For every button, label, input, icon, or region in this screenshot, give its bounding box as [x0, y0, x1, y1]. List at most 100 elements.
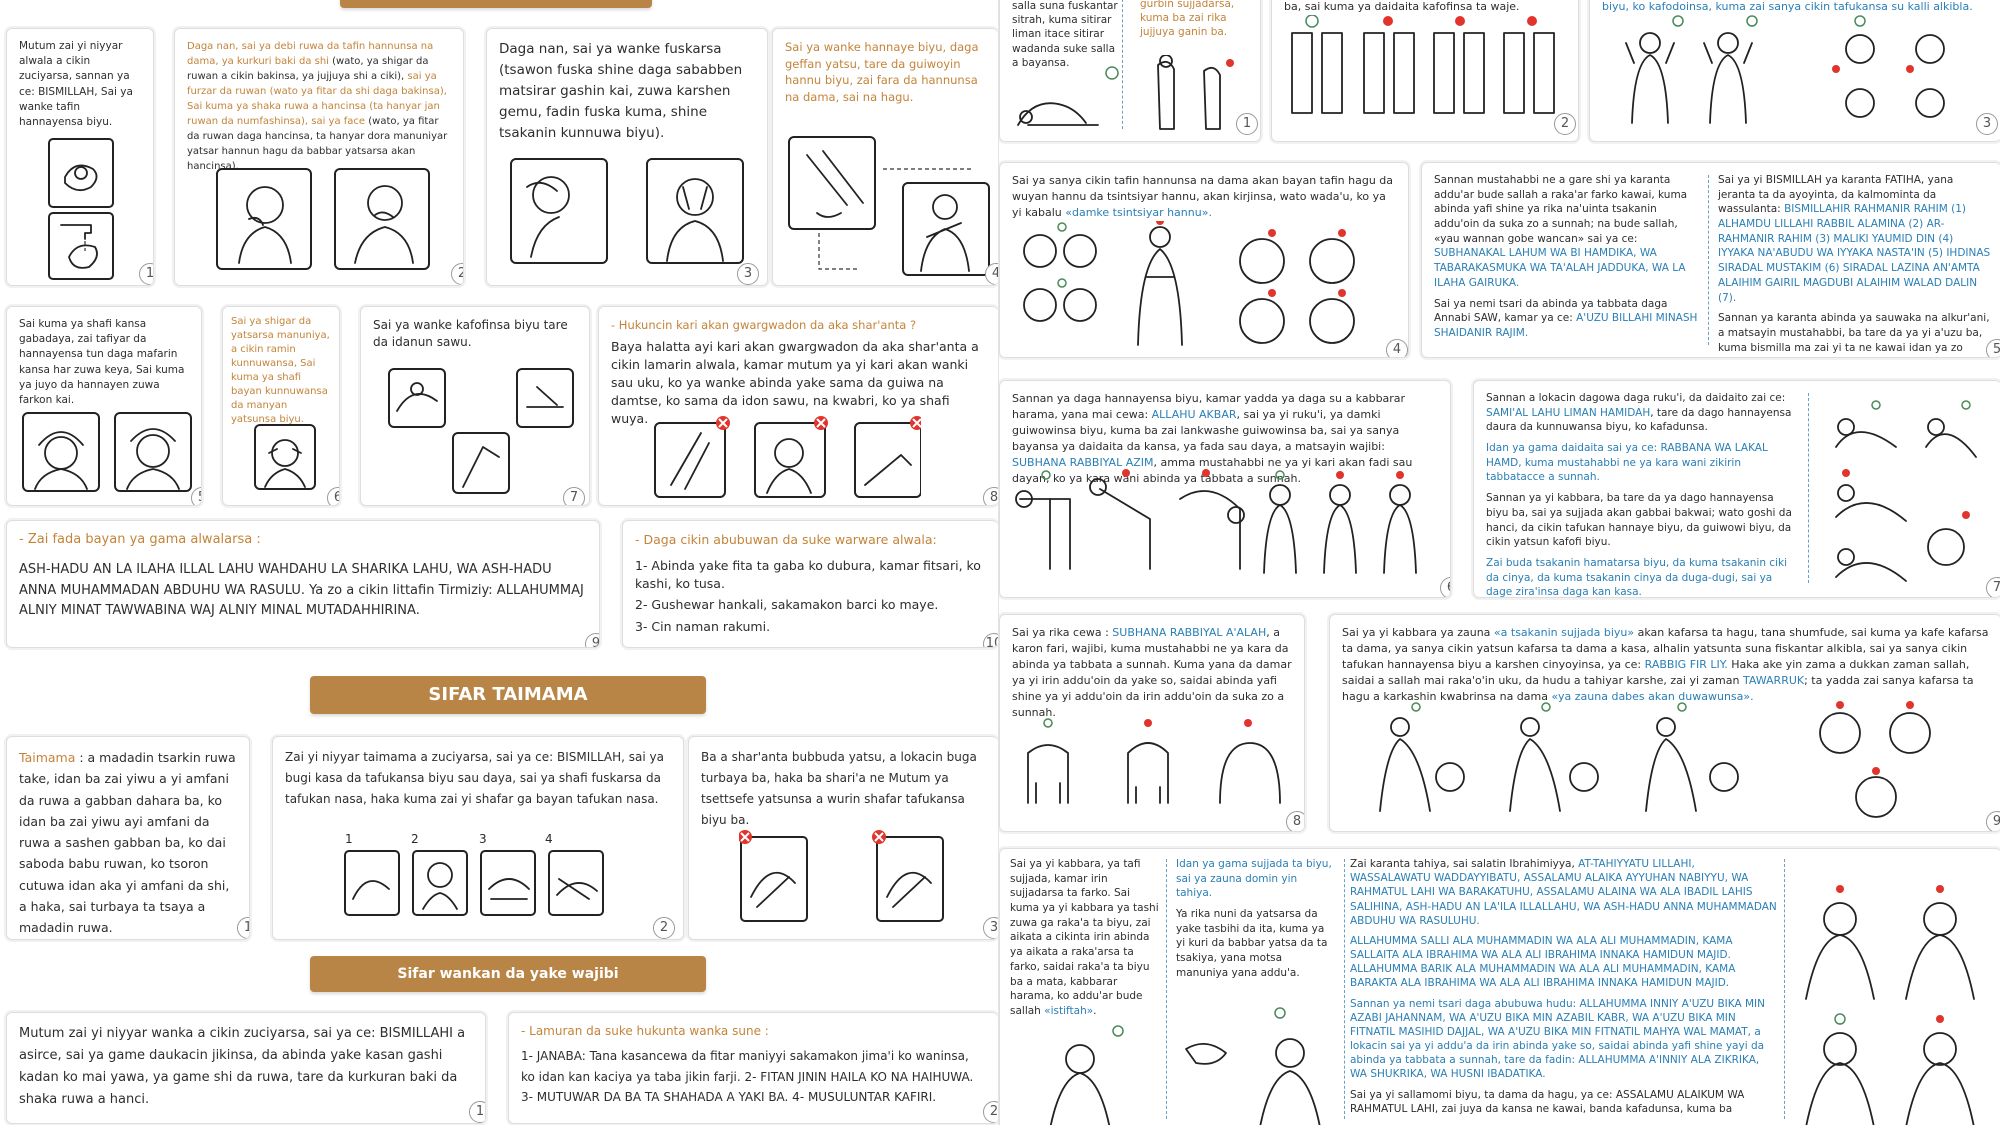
taslim-figures: [1805, 885, 1975, 1125]
top-banner-stub: [340, 0, 652, 8]
step-number: 1: [139, 263, 153, 285]
tashahhud-sitting-text: Idan ya gama sujjada ta biyu, sai ya zau…: [1176, 858, 1332, 900]
nullifier-2: 2- Gushewar hankali, sakamakon barci ko …: [635, 597, 939, 613]
step-number: 4: [1386, 339, 1408, 357]
salah-step-10: Sai ya yi kabbara, ya tafi sujjada, kama…: [999, 848, 2000, 1125]
head-wipe-illustration: [22, 412, 192, 492]
tashahhud-column: Idan ya gama sujjada ta biyu, sai ya zau…: [1176, 857, 1336, 987]
taawwudh-text: Sai ya nemi tsari da abinda ya tabbata d…: [1434, 297, 1698, 339]
taimama-wrong-illustration: [739, 830, 944, 922]
step-6-text: Sai ya shigar da yatsarsa manuniya, a ci…: [231, 316, 330, 425]
step-number: 5: [1986, 339, 2000, 357]
step-7-text: Sai ya wanke kafofinsa biyu tare da idan…: [373, 318, 568, 350]
left-page: Mutum zai yi niyyar alwala a cikin zuciy…: [0, 0, 998, 1125]
taimama-note: Ba a shar'anta bubbuda yatsu, a lokacin …: [701, 750, 977, 827]
fatiha-column: Sai ya yi BISMILLAH ya karanta FATIHA, y…: [1718, 173, 1992, 357]
step-3-text: Daga nan, sai ya wanke fuskarsa (tsawon …: [499, 41, 743, 141]
salah-step-6: Sannan ya daga hannayensa biyu, kamar ya…: [999, 380, 1451, 598]
sutrah-text: salla suna fuskantar sitrah, kuma sitira…: [1012, 0, 1118, 69]
divider: [1808, 393, 1809, 583]
step-number: 6: [1440, 577, 1450, 597]
mouth-nose-rinse-illustration: [216, 168, 430, 270]
divider: [1166, 859, 1167, 1119]
rabbana-text: Idan ya gama daidaita sai ya ce: RABBANA…: [1486, 442, 1768, 484]
salah-step-2: ba, sai kuma ya daidaita kafofinsa ta wa…: [1271, 0, 1579, 142]
hand-placement-text: Sai ya sanya cikin tafin hannunsa na dam…: [1012, 174, 1394, 219]
taimama-step-2: Zai yi niyyar taimama a zuciyarsa, sai y…: [272, 736, 684, 940]
step-number: 2: [983, 1101, 998, 1123]
taslim-text: Sai ya yi sallamomi biyu, ta dama da hag…: [1350, 1088, 1745, 1115]
fatiha-text: Sai ya yi BISMILLAH ya karanta FATIHA, y…: [1718, 174, 1991, 304]
section-banner-wanka: Sifar wankan da yake wajibi: [310, 956, 706, 992]
hands-direction-text: biyu, ko kafodoinsa, kuma zai sanya ciki…: [1602, 0, 1973, 13]
sujood-text: Sannan ya yi kabbara, ba tare da ya dago…: [1486, 492, 1792, 549]
wudu-step-3: Daga nan, sai ya wanke fuskarsa (tsawon …: [486, 28, 768, 286]
step-number: 9: [1986, 811, 2000, 831]
wudu-step-7: Sai ya wanke kafofinsa biyu tare da idan…: [360, 306, 590, 506]
wanka-method: Mutum zai yi niyyar wanka a cikin zuciya…: [19, 1026, 466, 1108]
arm-wash-illustration: [788, 136, 990, 276]
step-number: 2: [653, 917, 675, 939]
taimama-method: Zai yi niyyar taimama a zuciyarsa, sai y…: [285, 750, 664, 806]
step-number: 3: [1976, 113, 1998, 135]
ruku-figures: [1015, 469, 1417, 574]
step-1-text: Mutum zai yi niyyar alwala a cikin zuciy…: [19, 40, 133, 129]
divider: [1708, 175, 1709, 345]
second-rakah-figure: [1049, 1025, 1124, 1125]
divider: [1344, 859, 1345, 1119]
wudu-step-9: - Zai fada bayan ya gama alwalarsa : ASH…: [6, 520, 600, 648]
wudu-step-8: - Hukuncin kari akan gwargwadon da aka s…: [598, 306, 998, 506]
standing-feet-figures: [1291, 15, 1555, 114]
excess-wash-wrong-illustration: [654, 416, 921, 498]
finger-pointing-text: Ya rika nuni da yatsarsa da yake tasbihi…: [1176, 908, 1328, 979]
tahiyyat-text: Zai karanta tahiya, sai salatin Ibrahimi…: [1350, 858, 1777, 927]
salah-step-7: Sannan a lokacin dagowa daga ruku'i, da …: [1473, 380, 2000, 598]
excess-ruling-heading: - Hukuncin kari akan gwargwadon da aka s…: [611, 318, 917, 332]
sitting-text: Sai ya yi kabbara ya zauna «a tsakanin s…: [1342, 626, 1989, 703]
wudu-step-6: Sai ya shigar da yatsarsa manuniya, a ci…: [222, 306, 340, 506]
salah-step-1: salla suna fuskantar sitrah, kuma sitira…: [999, 0, 1261, 142]
sujood-figures: [1835, 400, 1977, 582]
nullifier-3: 3- Cin naman rakumi.: [635, 618, 771, 634]
section-banner-taimama: SIFAR TAIMAMA: [310, 676, 706, 714]
wanka-causes-heading: - Lamuran da suke hukunta wanka sune :: [521, 1024, 769, 1038]
step-number: 10: [983, 633, 998, 647]
after-wudu-dua: ASH-HADU AN LA ILAHA ILLAL LAHU WAHDAHU …: [19, 561, 584, 619]
refuge-dua-text: Sannan ya nemi tsari daga abubuwa hudu: …: [1350, 997, 1765, 1081]
taimama-hands-illustration: [344, 850, 604, 916]
step-number: 3: [983, 917, 998, 939]
taimama-step-3: Ba a shar'anta bubbuda yatsu, a lokacin …: [688, 736, 998, 940]
sujood-posture-text: Zai buda tsakanin hamatarsa biyu, da kum…: [1486, 556, 1787, 598]
divider: [1784, 859, 1785, 1119]
step-number: 9: [585, 633, 599, 647]
hand-wash-illustration: [48, 138, 114, 280]
wudu-step-1: Mutum zai yi niyyar alwala a cikin zuciy…: [6, 28, 154, 286]
feet-text: ba, sai kuma ya daidaita kafofinsa ta wa…: [1284, 0, 1520, 13]
wanka-step-1: Mutum zai yi niyyar wanka a cikin zuciya…: [6, 1012, 486, 1124]
salah-step-8: Sai ya rika cewa : SUBHANA RABBIYAL A'AL…: [999, 614, 1305, 832]
step-number: 7: [563, 487, 585, 505]
wudu-step-10: - Daga cikin abubuwan da suke warware al…: [622, 520, 998, 648]
second-rakah-text: Sai ya yi kabbara, ya tafi sujjada, kama…: [1010, 858, 1159, 1017]
wudu-step-5: Sai kuma ya shafi kansa gabadaya, zai ta…: [6, 306, 202, 506]
sitting-figures: [1379, 701, 1931, 818]
right-page: salla suna fuskantar sitrah, kuma sitira…: [998, 0, 2000, 1125]
opening-dua-text: Sannan mustahabbi ne a gare shi ya karan…: [1434, 174, 1688, 289]
after-wudu-heading: - Zai fada bayan ya gama alwalarsa :: [19, 532, 261, 547]
taimama-step-label: 3: [479, 832, 487, 846]
step-number: 7: [1986, 577, 2000, 597]
wanka-causes: 1- JANABA: Tana kasancewa da fitar maniy…: [521, 1049, 974, 1105]
step-number: 2: [451, 263, 463, 285]
taimama-definition: Taimama : a madadin tsarkin ruwa take, i…: [19, 750, 236, 935]
step-number: 1: [237, 917, 249, 939]
taimama-step-label: 1: [345, 832, 353, 846]
salah-step-3: biyu, ko kafodoinsa, kuma zai sanya ciki…: [1589, 0, 2000, 142]
sujood-tasbih-text: Sai ya rika cewa : SUBHANA RABBIYAL A'AL…: [1012, 626, 1292, 719]
taimama-step-label: 2: [411, 832, 419, 846]
step-number: 2: [1554, 113, 1576, 135]
foot-wash-illustration: [388, 368, 574, 494]
step-number: 3: [737, 263, 759, 285]
face-wash-illustration: [510, 158, 744, 264]
ruku-text: Sannan ya daga hannayensa biyu, kamar ya…: [1012, 392, 1413, 485]
rising-text: Sannan a lokacin dagowa daga ruku'i, da …: [1486, 392, 1792, 434]
